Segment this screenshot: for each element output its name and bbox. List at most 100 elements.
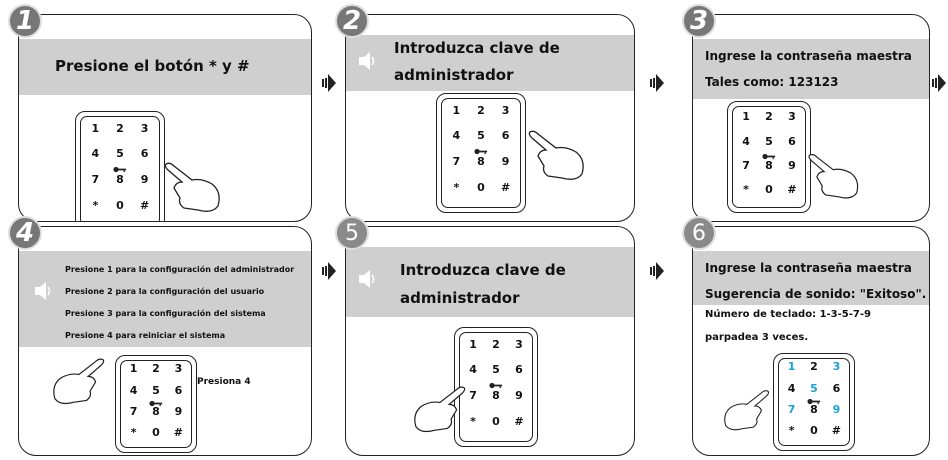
keypad-key[interactable]: *: [92, 199, 99, 213]
step-panel-1: Presione el botón * y # 1 2 3 4 5 6 7 8 9 * 0 #: [18, 14, 312, 222]
keypad-key[interactable]: 7: [469, 389, 477, 403]
keypad-key[interactable]: 1: [742, 110, 750, 124]
keypad-key[interactable]: 6: [515, 363, 523, 377]
keypad-key[interactable]: #: [514, 415, 524, 429]
keypad-key[interactable]: 5: [492, 363, 500, 377]
keypad-key[interactable]: 9: [501, 155, 510, 169]
step-badge: 3: [682, 4, 716, 38]
keypad-key[interactable]: 0: [810, 423, 818, 437]
keypad-key[interactable]: 3: [515, 337, 523, 351]
press-note: Presiona 4: [197, 377, 251, 387]
step-title-line-1: Introduzca clave de: [400, 261, 566, 279]
keypad-key[interactable]: 4: [91, 147, 100, 161]
keypad-key[interactable]: 7: [452, 155, 461, 169]
arrow-right-icon: [650, 262, 664, 280]
keypad-key[interactable]: 0: [492, 415, 500, 429]
keypad: 1 2 3 4 5 6 7 8 9 * 0 #: [436, 93, 526, 213]
keypad-key[interactable]: 3: [174, 362, 183, 376]
keypad-key[interactable]: *: [743, 183, 749, 196]
keypad-key[interactable]: 4: [469, 363, 477, 377]
pointing-hand-icon: [528, 130, 584, 180]
keypad-key[interactable]: 2: [492, 337, 500, 351]
keypad-key[interactable]: #: [831, 423, 841, 437]
step-badge: 6: [682, 216, 716, 250]
keypad-key[interactable]: 9: [515, 389, 523, 403]
keypad-key[interactable]: *: [470, 415, 476, 429]
keypad-key[interactable]: 0: [116, 199, 124, 213]
step-title-line-1: Ingrese la contraseña maestra: [705, 49, 912, 63]
keypad-key[interactable]: 6: [140, 147, 149, 161]
menu-item-4: Presione 4 para reiniciar el sistema: [65, 331, 226, 340]
keypad-key[interactable]: #: [501, 181, 511, 195]
keypad-key[interactable]: 9: [140, 173, 149, 187]
keypad-key[interactable]: 5: [116, 147, 124, 161]
keypad-key[interactable]: 5: [477, 129, 485, 143]
keypad-key[interactable]: 6: [832, 381, 841, 395]
step-header: [19, 39, 311, 95]
keypad-key[interactable]: 1: [129, 362, 138, 376]
step-header: [346, 35, 634, 91]
keypad-key[interactable]: 8: [810, 402, 818, 416]
keypad-key[interactable]: 4: [452, 129, 461, 143]
menu-item-3: Presione 3 para la configuración del sis…: [65, 309, 266, 318]
keypad-key[interactable]: 7: [129, 404, 138, 418]
keypad-key[interactable]: 6: [174, 383, 183, 397]
keypad-key[interactable]: 1: [91, 121, 100, 135]
keypad-key[interactable]: 0: [765, 183, 773, 196]
keypad-key[interactable]: 9: [788, 158, 796, 172]
keypad-key[interactable]: 9: [832, 402, 841, 416]
keypad-key[interactable]: 3: [832, 360, 841, 374]
keypad-key[interactable]: 7: [787, 402, 796, 416]
keypad-key[interactable]: 3: [788, 110, 796, 124]
keypad-key[interactable]: *: [130, 425, 137, 439]
keypad-key[interactable]: 2: [477, 103, 485, 117]
keypad-key[interactable]: 1: [452, 103, 461, 117]
keypad-key[interactable]: 1: [469, 337, 477, 351]
keypad-key[interactable]: #: [173, 425, 183, 439]
keypad-key[interactable]: 2: [765, 110, 773, 124]
keypad-key[interactable]: 4: [129, 383, 138, 397]
keypad-key[interactable]: 2: [152, 362, 160, 376]
key-icon: [489, 383, 503, 389]
step-badge: 2: [335, 4, 369, 38]
keypad-key[interactable]: *: [453, 181, 460, 195]
step-header: [693, 39, 929, 99]
keypad-key[interactable]: 0: [477, 181, 485, 195]
keypad-key[interactable]: 3: [140, 121, 149, 135]
keypad-key[interactable]: 6: [788, 134, 796, 148]
keypad-key[interactable]: 4: [742, 134, 750, 148]
keypad-key[interactable]: 4: [787, 381, 796, 395]
keypad-key[interactable]: 8: [492, 389, 500, 403]
pointing-hand-icon: [414, 386, 466, 433]
keypad-key[interactable]: 2: [810, 360, 818, 374]
key-icon: [474, 149, 488, 155]
keypad: 1 2 3 4 5 6 7 8 9 * 0 #: [727, 101, 811, 213]
keypad-key[interactable]: 8: [152, 404, 160, 418]
keypad-key[interactable]: #: [140, 199, 150, 213]
speaker-icon: [359, 270, 375, 288]
info-line-1: Número de teclado: 1-3-5-7-9: [705, 309, 871, 320]
keypad-key[interactable]: 9: [174, 404, 183, 418]
keypad-key[interactable]: 1: [787, 360, 796, 374]
keypad-key[interactable]: 5: [152, 383, 160, 397]
keypad-key[interactable]: 8: [116, 173, 124, 187]
keypad-key[interactable]: 8: [477, 155, 485, 169]
keypad-key[interactable]: 6: [501, 129, 510, 143]
keypad-key[interactable]: #: [787, 183, 797, 196]
keypad-key[interactable]: 8: [765, 158, 773, 172]
step-title: Presione el botón * y #: [55, 57, 250, 75]
keypad-key[interactable]: 5: [765, 134, 773, 148]
keypad-key[interactable]: 2: [116, 121, 124, 135]
keypad-key[interactable]: 0: [152, 425, 160, 439]
keypad-key[interactable]: *: [788, 423, 795, 437]
key-icon: [113, 167, 127, 173]
keypad-key[interactable]: 5: [810, 381, 818, 395]
keypad-key[interactable]: 7: [742, 158, 750, 172]
keypad: 1 2 3 4 5 6 7 8 9 * 0 #: [75, 111, 165, 221]
keypad-key[interactable]: 3: [501, 103, 510, 117]
keypad-key[interactable]: 7: [91, 173, 100, 187]
step-menu: [19, 251, 311, 347]
